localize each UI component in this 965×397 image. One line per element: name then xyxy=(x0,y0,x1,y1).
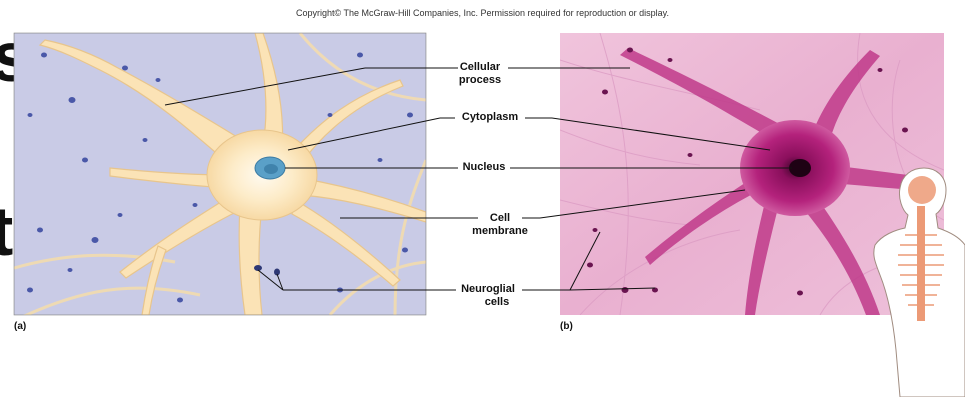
panel-label-b: (b) xyxy=(560,321,573,332)
drawing-panel xyxy=(14,33,426,318)
stained-nucleus xyxy=(789,159,811,177)
label-cellular-process: Cellular process xyxy=(440,61,520,87)
label-cellular-line1: Cellular xyxy=(440,61,520,74)
label-membrane-line2: membrane xyxy=(460,225,540,238)
label-cytoplasm: Cytoplasm xyxy=(446,111,534,124)
label-membrane-line1: Cell xyxy=(460,212,540,225)
label-nucleus: Nucleus xyxy=(448,161,520,174)
label-cell-membrane: Cell membrane xyxy=(460,212,540,238)
label-neuroglial-line1: Neuroglial xyxy=(448,283,528,296)
panel-label-a: (a) xyxy=(14,321,26,332)
label-neuroglial-cells: Neuroglial cells xyxy=(448,283,528,309)
label-neuroglial-line2: cells xyxy=(448,296,528,309)
label-cellular-line2: process xyxy=(440,74,520,87)
